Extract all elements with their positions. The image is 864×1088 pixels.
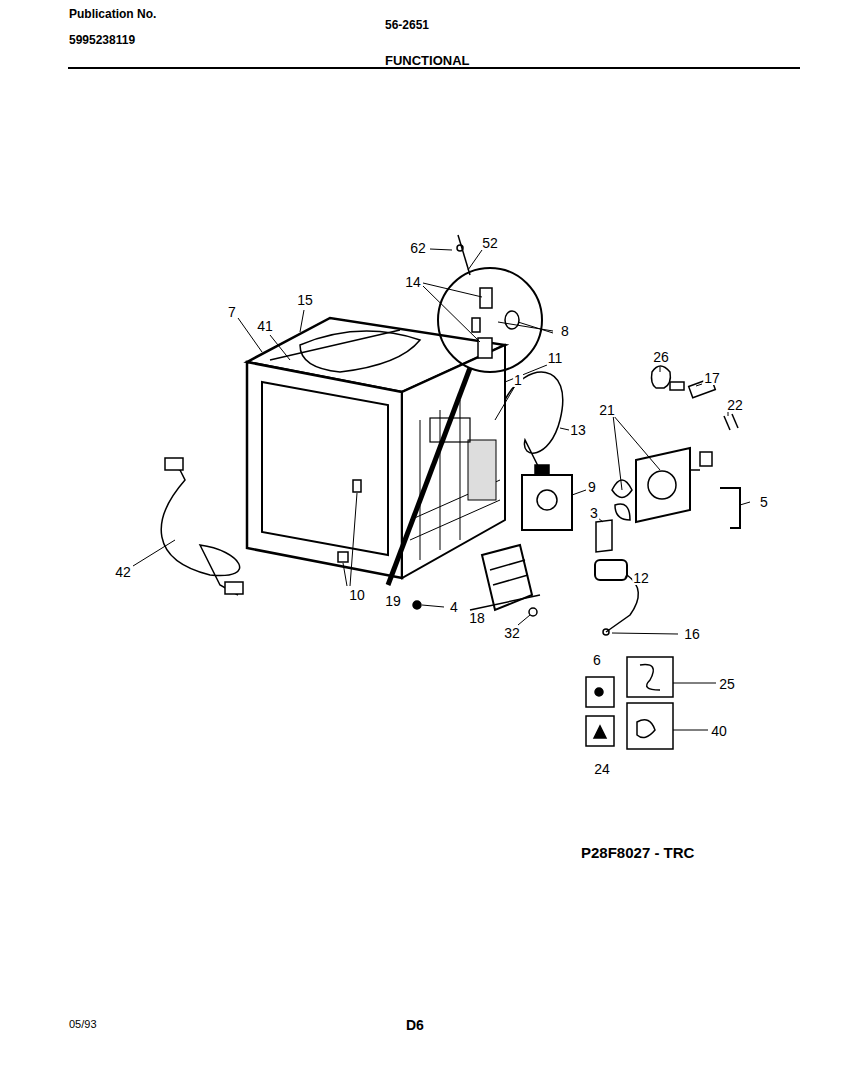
callout-number: 16 [683, 627, 701, 641]
callout-number: 62 [409, 241, 427, 255]
callout-number: 13 [569, 423, 587, 437]
page-note: 05/93 [68, 1019, 98, 1030]
callout-number: 5 [759, 495, 769, 509]
page-note: 56-2651 [384, 19, 430, 31]
callout-number: 21 [598, 403, 616, 417]
callout-number: 32 [503, 626, 521, 640]
callout-number: 25 [718, 677, 736, 691]
callout-number: 11 [547, 351, 564, 365]
callout-number: 7 [227, 305, 237, 319]
page-note: P28F8027 - TRC [580, 845, 695, 860]
callout-number: 14 [404, 275, 422, 289]
callout-number: 19 [384, 594, 402, 608]
callout-number: 1 [513, 373, 523, 387]
page-note: 5995238119 [68, 34, 136, 46]
callout-number: 22 [726, 398, 744, 412]
callout-number: 8 [560, 324, 570, 338]
callout-number: 3 [589, 506, 599, 520]
page-note: Publication No. [68, 8, 157, 20]
callout-number: 12 [632, 571, 650, 585]
callout-number: 24 [593, 762, 611, 776]
callout-number: 17 [703, 371, 721, 385]
callout-number: 4 [449, 600, 459, 614]
callout-number: 40 [710, 724, 728, 738]
drawing [68, 68, 800, 749]
callout-number: 52 [481, 236, 499, 250]
callout-number: 26 [652, 350, 670, 364]
callout-number: 41 [256, 319, 274, 333]
leader-lines [133, 249, 750, 730]
callout-number: 6 [592, 653, 602, 667]
page-title: FUNCTIONAL [384, 54, 471, 67]
callout-number: 15 [296, 293, 314, 307]
callout-number: 18 [468, 611, 486, 625]
callout-number: 9 [587, 480, 597, 494]
page-note: D6 [405, 1018, 425, 1032]
callout-number: 42 [114, 565, 132, 579]
callout-number: 10 [348, 588, 366, 602]
